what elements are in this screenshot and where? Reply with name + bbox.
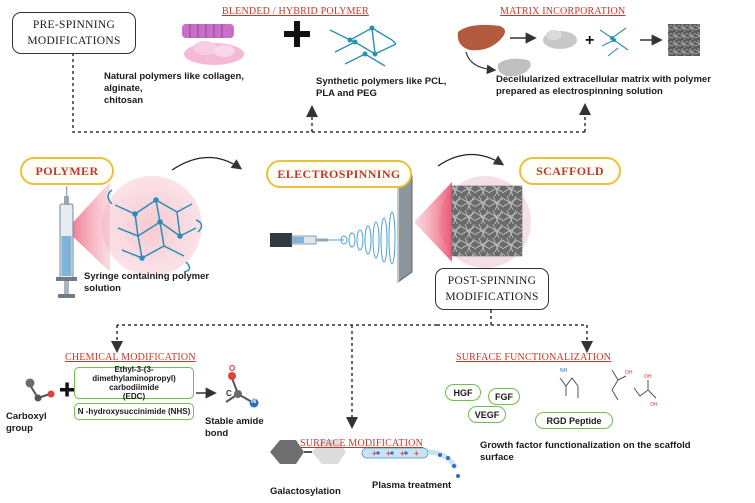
fgf-badge: FGF [488, 388, 520, 405]
svg-text:+: + [414, 449, 419, 458]
galactosylation-caption: Galactosylation [270, 486, 341, 497]
blended-polymer-title: BLENDED / HYBRID POLYMER [222, 6, 369, 17]
decellularized-caption: Decellularized extracellular matrix with… [496, 74, 711, 97]
pre-spinning-box: PRE-SPINNING MODIFICATIONS [12, 12, 136, 54]
liver-arrow-down [465, 51, 497, 75]
rgd-atom-o2: OH [644, 374, 652, 380]
synthetic-polymers-caption: Synthetic polymers like PCL, PLA and PEG [316, 76, 447, 99]
chemical-modification-title: CHEMICAL MODIFICATION [65, 352, 196, 363]
rgd-atom-n1: NH [560, 368, 568, 374]
amide-atom-c: C [226, 389, 232, 398]
matrix-network-icon [599, 27, 629, 57]
scaffold-fiber-image [451, 185, 523, 257]
polymer-network-icon [107, 189, 203, 273]
galactose-hexagons-icon [270, 440, 346, 464]
amide-bond-icon [225, 372, 259, 408]
polymer-label: POLYMER [20, 157, 114, 185]
svg-text:+: + [386, 449, 391, 458]
scaffold-label: SCAFFOLD [519, 157, 621, 185]
post-spinning-box: POST-SPINNING MODIFICATIONS [435, 268, 549, 310]
svg-text:+: + [400, 449, 405, 458]
electrospinning-label: ELECTROSPINNING [266, 160, 412, 188]
synthetic-network-icon [329, 25, 397, 67]
plus-sign-matrix: + [585, 32, 594, 49]
carboxyl-caption: Carboxyl group [6, 411, 47, 434]
svg-text:+: + [372, 449, 377, 458]
plus-icon-chem [60, 382, 74, 397]
amide-caption: Stable amide bond [205, 416, 264, 439]
hgf-badge: HGF [445, 384, 481, 401]
pre-spinning-connector [72, 53, 585, 133]
collagen-fiber-icon [182, 24, 234, 38]
rgd-molecule-icon [559, 369, 657, 401]
plus-icon [284, 21, 310, 47]
vegf-badge: VEGF [468, 406, 506, 423]
rgd-peptide-badge: RGD Peptide [535, 412, 613, 429]
amide-atom-o: O [229, 364, 236, 373]
collector-plate [397, 175, 413, 283]
syringe-pump-icon [270, 233, 328, 247]
surface-functionalization-title: SURFACE FUNCTIONALIZATION [456, 352, 612, 363]
polymer-solution-circle [102, 176, 202, 276]
scaffold-beam [414, 182, 452, 262]
carboxyl-molecule-icon [25, 378, 55, 402]
syringe-beam [66, 182, 110, 272]
surface-modification-title: SURFACE MODIFICATION [300, 438, 423, 449]
alginate-gel-icon [184, 41, 244, 65]
plasma-treatment-caption: Plasma treatment [372, 480, 452, 491]
liver-icon [457, 24, 505, 51]
syringe-caption: Syringe containing polymer solution [84, 271, 210, 294]
plasma-treatment-icon: + + + + [361, 447, 460, 478]
growth-factor-caption: Growth factor functionalization on the s… [480, 440, 691, 463]
natural-polymers-caption: Natural polymers like collagen, alginate… [104, 71, 244, 106]
curve-arrow-polymer-to-es [171, 156, 243, 171]
rgd-atom-o1: OH [625, 370, 633, 376]
curve-arrow-es-to-scaffold [437, 153, 505, 167]
matrix-incorporation-title: MATRIX INCORPORATION [500, 6, 626, 17]
nhs-reagent-box: N -hydroxysuccinimide (NHS) [74, 403, 194, 420]
decellularized-liver-icon [497, 58, 531, 77]
ecm-blob-icon [543, 30, 577, 49]
taylor-cone-jet [328, 211, 396, 265]
rgd-atom-o3: OH [650, 402, 658, 408]
fiber-mat-small-icon [668, 24, 700, 56]
edc-reagent-box: Ethyl-3-(3-dimethylaminopropyl) carbodii… [74, 365, 194, 401]
syringe-icon [56, 186, 77, 298]
amide-atom-n: N [251, 398, 257, 405]
